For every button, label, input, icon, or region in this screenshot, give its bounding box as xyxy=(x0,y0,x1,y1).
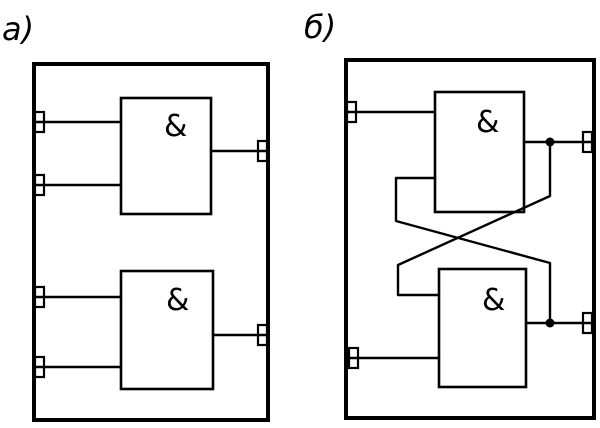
panel-b: б) & & xyxy=(304,8,596,420)
output-pin xyxy=(256,139,269,163)
panel-a-gate-top: & xyxy=(119,96,213,216)
and-gate-symbol: & xyxy=(482,283,505,318)
panel-a-label: a) xyxy=(2,10,34,48)
panel-b-gate-bottom: & xyxy=(437,267,528,389)
and-gate-symbol: & xyxy=(164,109,187,144)
input-pin xyxy=(345,100,358,124)
input-pin xyxy=(347,346,360,370)
input-pin xyxy=(33,173,46,197)
panel-a-gate-bottom: & xyxy=(119,269,215,391)
feedback-wire xyxy=(396,140,552,297)
input-pin xyxy=(33,110,46,134)
junction-dot xyxy=(545,137,555,147)
junction-dot xyxy=(545,318,555,328)
output-pin xyxy=(256,323,269,347)
input-pin xyxy=(33,355,46,379)
output-pin xyxy=(581,130,594,154)
output-pin xyxy=(581,311,594,335)
and-gate-body xyxy=(437,267,528,389)
panel-a-frame xyxy=(32,62,270,422)
panel-b-frame xyxy=(344,58,596,420)
panel-a: a) & & xyxy=(2,10,270,422)
and-gate-symbol: & xyxy=(476,105,499,140)
input-pin xyxy=(33,285,46,309)
and-gate-body xyxy=(119,96,213,216)
and-gate-symbol: & xyxy=(166,283,189,318)
feedback-wire xyxy=(394,176,552,325)
panel-b-gate-top: & xyxy=(433,90,526,214)
panel-b-label: б) xyxy=(304,8,336,46)
and-gate-body xyxy=(119,269,215,391)
and-gate-body xyxy=(433,90,526,214)
